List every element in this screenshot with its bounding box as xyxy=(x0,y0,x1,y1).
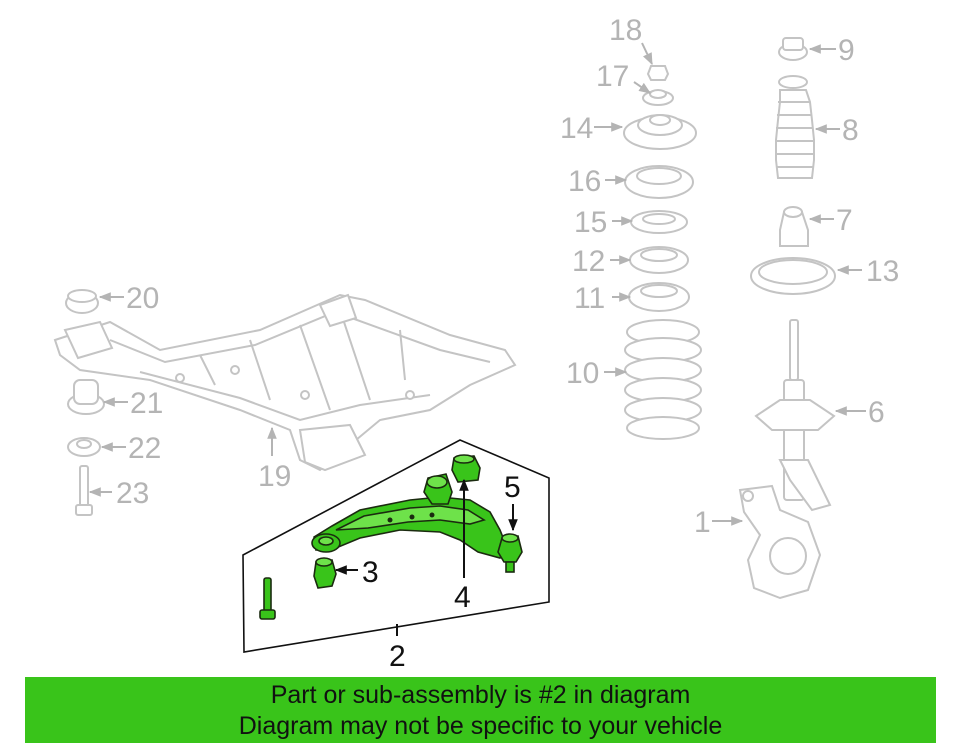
callout-9: 9 xyxy=(838,34,855,67)
crossmember-subframe xyxy=(53,293,517,472)
mount-bushing-lower xyxy=(67,379,105,415)
callout-14: 14 xyxy=(560,112,593,145)
arm-bushing-rear xyxy=(451,454,481,483)
callout-17: 17 xyxy=(596,60,629,93)
callout-18: 18 xyxy=(609,14,642,47)
callout-12: 12 xyxy=(572,245,605,278)
callout-1: 1 xyxy=(694,506,711,539)
notice-line-1: Part or sub-assembly is #2 in diagram xyxy=(270,681,691,709)
callout-4: 4 xyxy=(454,581,471,614)
callout-labels: 18 17 14 16 15 12 11 10 9 8 7 13 6 1 20 … xyxy=(116,14,899,673)
leader-lines xyxy=(88,42,866,636)
assembly-outline xyxy=(242,439,550,653)
insulator-lower xyxy=(628,282,690,312)
callout-7: 7 xyxy=(836,204,853,237)
callout-2: 2 xyxy=(389,640,406,673)
callout-10: 10 xyxy=(566,357,599,390)
callout-20: 20 xyxy=(126,282,159,315)
callout-16: 16 xyxy=(568,165,601,198)
coil-spring xyxy=(624,319,702,440)
callout-6: 6 xyxy=(868,396,885,429)
callout-13: 13 xyxy=(866,255,899,288)
callout-11: 11 xyxy=(574,282,605,315)
notice-line-2: Diagram may not be specific to your vehi… xyxy=(238,712,723,740)
strut-mount-washer xyxy=(642,89,674,106)
arm-bushing-front xyxy=(313,557,337,589)
dust-boot xyxy=(775,75,815,179)
mount-bolt xyxy=(75,465,93,516)
spring-insulator xyxy=(750,257,836,295)
callout-23: 23 xyxy=(116,477,149,510)
mount-washer xyxy=(67,437,101,457)
spring-seat-upper xyxy=(624,165,694,199)
strut-mount-nut xyxy=(646,65,670,81)
callout-22: 22 xyxy=(128,432,161,465)
callout-21: 21 xyxy=(130,387,163,420)
strut-mount xyxy=(623,114,697,150)
insulator-upper xyxy=(629,246,689,274)
callout-5: 5 xyxy=(504,471,521,504)
bearing xyxy=(630,210,688,234)
lower-control-arm xyxy=(311,473,507,559)
steering-knuckle xyxy=(738,484,822,600)
callout-15: 15 xyxy=(574,206,607,239)
callout-8: 8 xyxy=(842,114,859,147)
mount-bushing-upper xyxy=(65,289,99,314)
callout-3: 3 xyxy=(362,556,379,589)
notice-banner: Part or sub-assembly is #2 in diagram Di… xyxy=(25,677,936,743)
callout-19: 19 xyxy=(258,460,291,493)
strut-assembly xyxy=(754,319,836,512)
ball-joint xyxy=(497,533,523,573)
arm-bolt xyxy=(259,577,276,620)
jounce-bumper xyxy=(779,206,809,247)
strut-nut xyxy=(778,37,808,61)
